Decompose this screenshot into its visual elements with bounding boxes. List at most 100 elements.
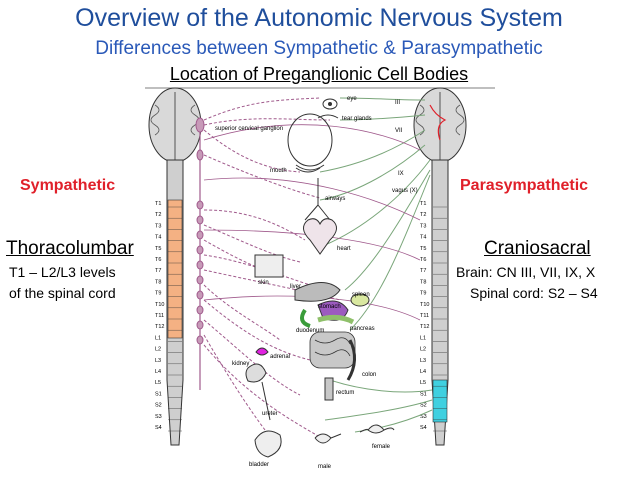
parasympathetic-region: Craniosacral (484, 238, 591, 259)
label-heart: heart (337, 246, 351, 252)
airways-icon (304, 178, 331, 221)
left-spine-level-t6: T6 (155, 257, 161, 263)
label-eye: eye (347, 96, 357, 102)
label-superior-ganglion: superior cervical ganglion (215, 126, 283, 132)
mixed-fibers (203, 124, 421, 321)
head-silhouette (287, 113, 333, 171)
left-brain (148, 87, 202, 163)
label-cn7: VII (395, 128, 403, 134)
right-spinal-cord (431, 159, 449, 446)
left-spine-level-l2: L2 (155, 347, 161, 353)
pancreas-icon (317, 314, 355, 325)
label-adrenal: adrenal (270, 354, 290, 360)
right-spine-level-t9: T9 (420, 291, 426, 297)
left-spine-level-t3: T3 (155, 223, 161, 229)
parasympathetic-line1: Brain: CN III, VII, IX, X (456, 264, 596, 280)
right-spine-level-t3: T3 (420, 223, 426, 229)
left-spine-level-s2: S2 (155, 403, 162, 409)
sympathetic-label: Sympathetic (20, 177, 116, 194)
left-spine-level-t9: T9 (155, 291, 161, 297)
left-spine-level-l5: L5 (155, 380, 161, 386)
page-subtitle: Differences between Sympathetic & Parasy… (95, 38, 543, 59)
label-pancreas: pancreas (350, 326, 375, 332)
sympathetic-line2: of the spinal cord (9, 285, 116, 301)
tear-gland-icon (317, 114, 339, 119)
right-spine-level-s1: S1 (420, 391, 427, 397)
right-spine-level-s3: S3 (420, 414, 427, 420)
label-bladder: bladder (249, 462, 269, 468)
left-spine-level-labels: T1T2T3T4T5T6T7T8T9T10T11T12L1L2L3L4L5S1S… (155, 201, 182, 432)
right-spine-level-t10: T10 (420, 302, 429, 308)
sympathetic-region: Thoracolumbar (6, 238, 134, 259)
left-spine-level-l4: L4 (155, 369, 161, 375)
label-stomach: stomach (318, 304, 341, 310)
label-rectum: rectum (336, 390, 354, 396)
duodenum-icon (299, 308, 311, 328)
label-cn9: IX (398, 171, 404, 177)
left-spine-level-t12: T12 (155, 324, 164, 330)
sympathetic-chain (195, 117, 205, 390)
left-spine-level-s3: S3 (155, 414, 162, 420)
label-male: male (318, 464, 332, 470)
right-spine-level-l2: L2 (420, 347, 426, 353)
right-spine-level-t8: T8 (420, 279, 426, 285)
left-spine-level-l3: L3 (155, 358, 161, 364)
label-kidney: kidney (232, 361, 249, 367)
bladder-icon (254, 430, 282, 458)
left-spine-level-s1: S1 (155, 391, 162, 397)
label-spleen: spleen (352, 292, 370, 298)
right-spine-level-s2: S2 (420, 403, 427, 409)
label-liver: liver (290, 284, 301, 290)
right-spine-level-l4: L4 (420, 369, 426, 375)
section-heading: Location of Preganglionic Cell Bodies (0, 64, 638, 85)
colon-icon (346, 339, 356, 381)
left-spine-level-t5: T5 (155, 246, 161, 252)
right-spine-level-t12: T12 (420, 324, 429, 330)
label-duodenum: duodenum (296, 328, 324, 334)
right-spine-level-t5: T5 (420, 246, 426, 252)
right-spine-level-t4: T4 (420, 235, 426, 241)
label-tear-glands: tear glands (342, 116, 372, 122)
label-cn10: vagus (X) (392, 188, 418, 194)
parasympathetic-fibers (319, 97, 433, 433)
kidney-icon (245, 363, 267, 383)
parasympathetic-label: Parasympathetic (460, 177, 589, 194)
left-spine-level-t11: T11 (155, 313, 164, 319)
left-spine-level-t1: T1 (155, 201, 161, 207)
left-spine-level-s4: S4 (155, 425, 162, 431)
sympathetic-line1: T1 – L2/L3 levels (9, 264, 116, 280)
right-spine-level-s4: S4 (420, 425, 427, 431)
adrenal-icon (255, 347, 269, 356)
left-spine-level-t4: T4 (155, 235, 161, 241)
male-reproductive-icon (314, 433, 342, 444)
female-reproductive-icon (359, 424, 395, 434)
rectum-icon (324, 377, 334, 401)
right-spine-level-t11: T11 (420, 313, 429, 319)
skin-icon (254, 254, 284, 278)
right-spine-level-l5: L5 (420, 380, 426, 386)
left-spine-level-l1: L1 (155, 335, 161, 341)
heart-icon (303, 218, 337, 255)
label-skin: skin (258, 280, 269, 286)
right-spine-level-t6: T6 (420, 257, 426, 263)
label-female: female (372, 444, 391, 450)
left-spinal-cord (166, 159, 184, 446)
right-spine-level-labels: T1T2T3T4T5T6T7T8T9T10T11T12L1L2L3L4L5S1S… (420, 201, 447, 432)
page-title: Overview of the Autonomic Nervous System (75, 4, 563, 32)
label-ureter: ureter (262, 411, 278, 417)
liver-icon (294, 282, 341, 302)
label-cn3: III (395, 100, 400, 106)
label-airways: airways (325, 196, 345, 202)
label-mouth: mouth (270, 168, 287, 174)
right-brain (413, 87, 467, 163)
right-spine-level-t1: T1 (420, 201, 426, 207)
intestine-icon (309, 331, 356, 369)
left-spine-level-t2: T2 (155, 212, 161, 218)
left-spine-level-t7: T7 (155, 268, 161, 274)
right-spine-level-t7: T7 (420, 268, 426, 274)
left-spine-level-t10: T10 (155, 302, 164, 308)
spleen-icon (350, 293, 370, 307)
parasympathetic-line2: Spinal cord: S2 – S4 (470, 285, 598, 301)
label-colon: colon (362, 372, 376, 378)
